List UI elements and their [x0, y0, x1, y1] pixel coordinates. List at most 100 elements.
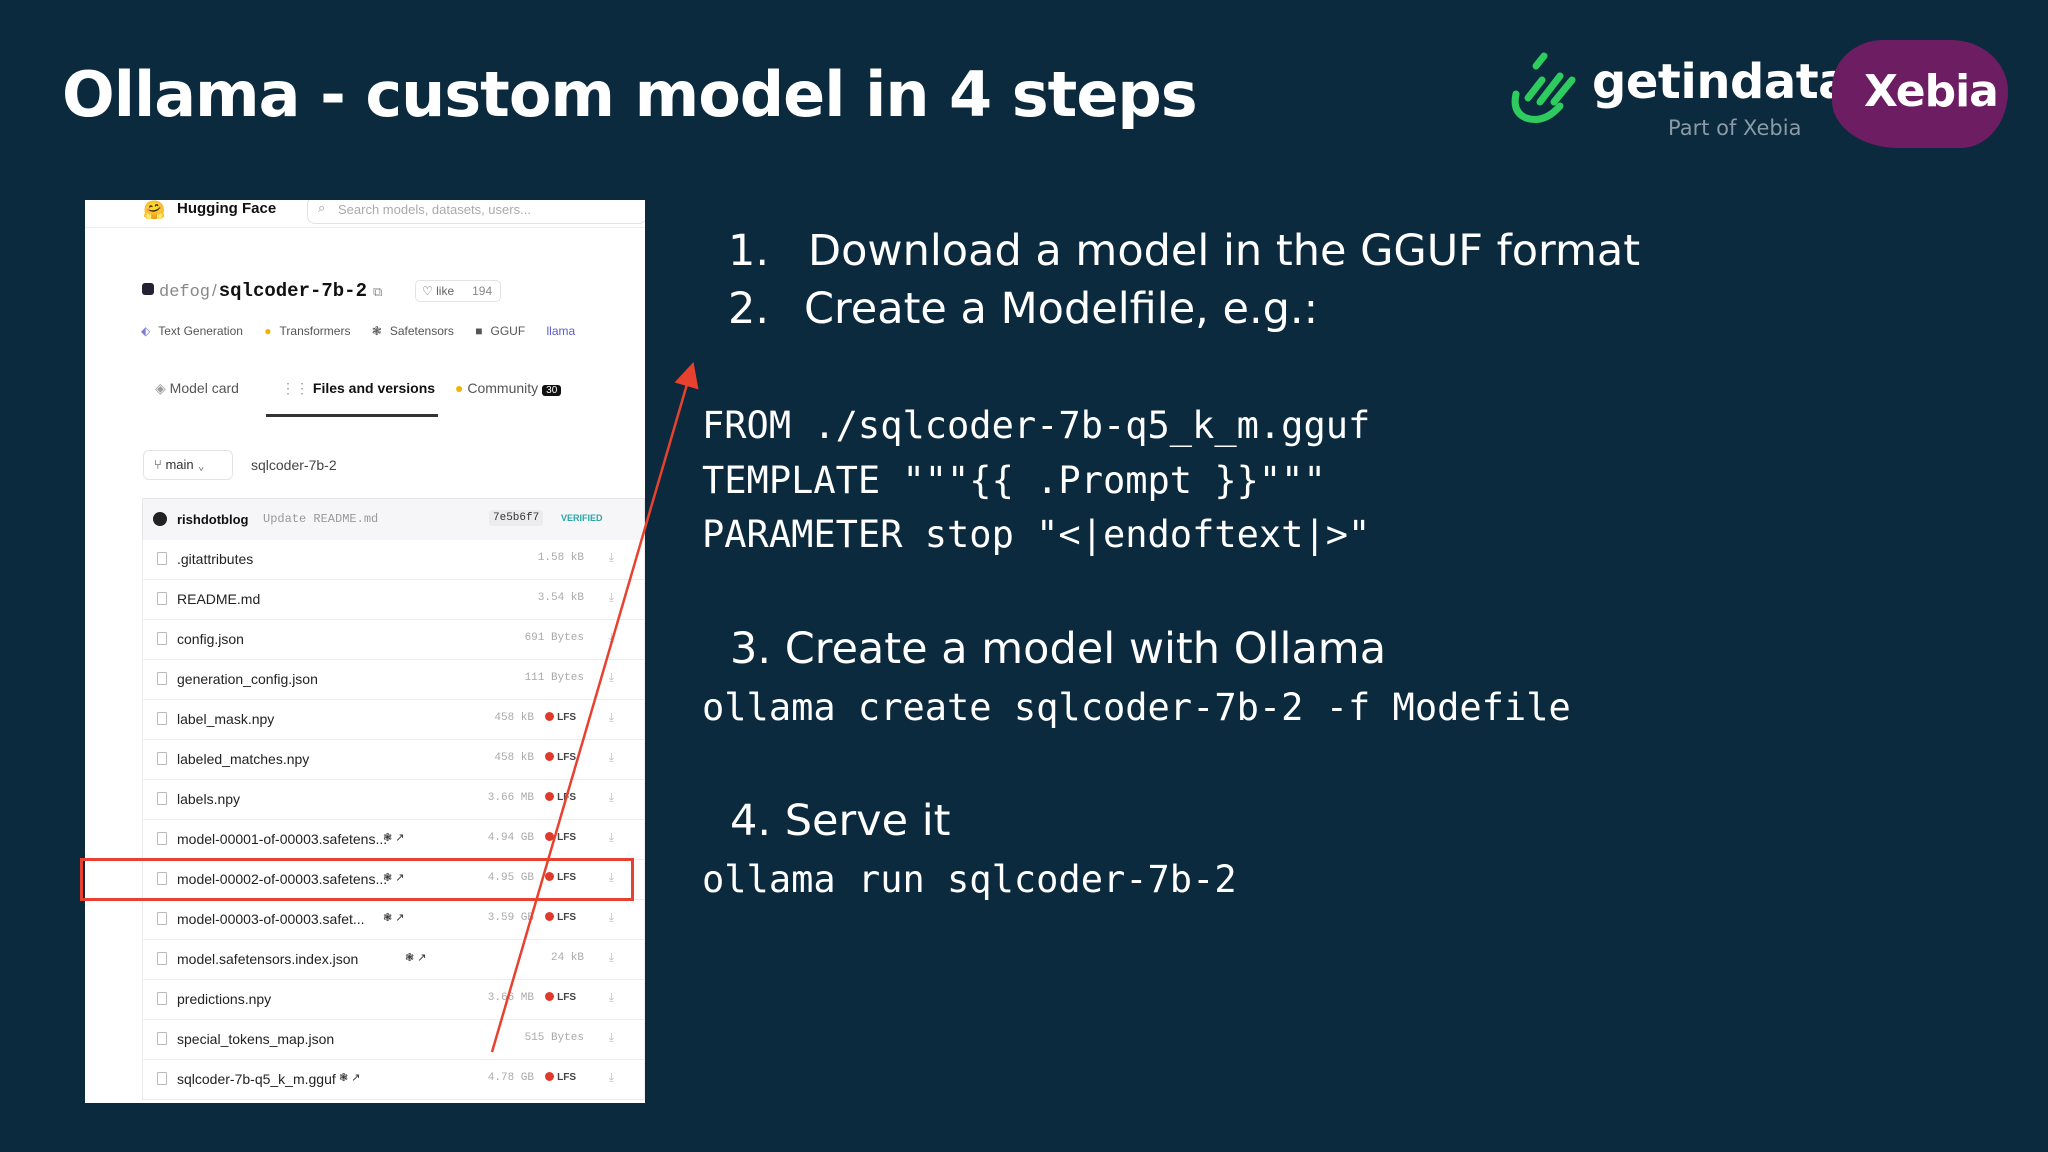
lfs-icon: [545, 832, 555, 841]
file-name[interactable]: sqlcoder-7b-q5_k_m.gguf: [177, 1071, 336, 1087]
hf-like-label: like: [436, 284, 455, 298]
commit-message[interactable]: Update README.md: [263, 512, 379, 526]
file-size: 24 kB: [550, 952, 584, 964]
table-row[interactable]: README.md 3.54 kB ⤓: [142, 580, 645, 620]
org-avatar-icon: [142, 283, 154, 295]
branch-selector[interactable]: ⑂ main ⌄: [143, 450, 233, 480]
lfs-label: LFS: [557, 1072, 576, 1083]
file-name[interactable]: model-00003-of-00003.safet...: [177, 911, 365, 927]
tab-model-card[interactable]: ◈ Model card: [155, 380, 239, 396]
download-icon[interactable]: ⤓: [608, 950, 614, 964]
file-name[interactable]: special_tokens_map.json: [177, 1031, 335, 1047]
active-tab-indicator: [266, 414, 438, 417]
file-size: 3.66 MB: [487, 992, 534, 1004]
safetensors-viewer-icon[interactable]: ❃ ↗: [383, 872, 405, 884]
download-icon[interactable]: ⤓: [608, 990, 614, 1004]
file-icon: [157, 1072, 167, 1085]
download-icon[interactable]: ⤓: [608, 550, 614, 564]
hf-repo-name[interactable]: sqlcoder-7b-2: [218, 280, 367, 302]
commit-author[interactable]: rishdotblog: [177, 512, 249, 527]
hf-search-input[interactable]: ⌕ Search models, datasets, users...: [307, 200, 645, 224]
file-name[interactable]: labeled_matches.npy: [177, 751, 310, 767]
file-size: 458 kB: [494, 712, 534, 724]
download-icon[interactable]: ⤓: [608, 910, 614, 924]
lfs-icon: [545, 992, 555, 1001]
lfs-badge: LFS: [545, 792, 576, 803]
lfs-label: LFS: [557, 792, 576, 803]
step-4-text: 4. Serve it: [730, 796, 951, 846]
download-icon[interactable]: ⤓: [608, 590, 614, 604]
file-name[interactable]: predictions.npy: [177, 991, 272, 1007]
download-icon[interactable]: ⤓: [608, 670, 614, 684]
hf-tag-llama[interactable]: llama: [546, 324, 576, 338]
table-row[interactable]: special_tokens_map.json 515 Bytes ⤓: [142, 1020, 645, 1060]
hf-tag-gguf[interactable]: ■GGUF: [475, 324, 526, 338]
download-icon[interactable]: ⤓: [608, 1030, 614, 1044]
modelfile-line-2: TEMPLATE """{{ .Prompt }}""": [702, 459, 1326, 502]
lfs-icon: [545, 912, 555, 921]
community-count-badge: 30: [542, 385, 562, 396]
status-badge: VERIFIED: [561, 513, 603, 523]
download-icon[interactable]: ⤓: [608, 790, 614, 804]
gguf-icon: ■: [475, 324, 483, 338]
file-size: 515 Bytes: [524, 1032, 584, 1044]
hf-tag-safetensors[interactable]: ❃Safetensors: [371, 324, 454, 338]
file-name[interactable]: .gitattributes: [177, 551, 254, 567]
step-2: 2. Create a Modelfile, e.g.:: [728, 284, 1728, 340]
file-size: 4.78 GB: [487, 1072, 534, 1084]
step-2-text: Create a Modelfile, e.g.:: [804, 284, 1319, 334]
file-name[interactable]: README.md: [177, 591, 261, 607]
safetensors-viewer-icon[interactable]: ❃ ↗: [383, 912, 405, 924]
download-icon[interactable]: ⤓: [608, 750, 614, 764]
transformers-icon: ●: [264, 324, 272, 338]
lfs-badge: LFS: [545, 832, 576, 843]
download-icon[interactable]: ⤓: [608, 1070, 614, 1084]
table-row[interactable]: model.safetensors.index.json ❃ ↗ 24 kB ⤓: [142, 940, 645, 980]
file-name[interactable]: labels.npy: [177, 791, 241, 807]
file-name[interactable]: config.json: [177, 631, 244, 647]
lfs-badge: LFS: [545, 992, 576, 1003]
lfs-icon: [545, 792, 555, 801]
hf-like-count: 194: [472, 284, 493, 298]
lfs-label: LFS: [557, 752, 576, 763]
file-size: 3.54 kB: [537, 592, 584, 604]
file-name[interactable]: generation_config.json: [177, 671, 318, 687]
file-name[interactable]: model-00002-of-00003.safetens...: [177, 871, 388, 887]
hf-tag-text-generation[interactable]: ⬖Text Generation: [141, 324, 243, 338]
lfs-label: LFS: [557, 832, 576, 843]
search-icon: ⌕: [318, 200, 326, 215]
safetensors-viewer-icon[interactable]: ❃ ↗: [383, 832, 405, 844]
download-icon[interactable]: ⤓: [608, 630, 614, 644]
file-size: 4.94 GB: [487, 832, 534, 844]
step-1: 1. Download a model in the GGUF format: [728, 226, 1728, 282]
step-4-command: ollama run sqlcoder-7b-2: [702, 858, 1237, 901]
file-name[interactable]: label_mask.npy: [177, 711, 275, 727]
hf-commit-row: rishdotblog Update README.md 7e5b6f7 VER…: [142, 498, 645, 540]
file-icon: [157, 1032, 167, 1045]
safetensors-viewer-icon[interactable]: ❃ ↗: [339, 1072, 361, 1084]
file-name[interactable]: model-00001-of-00003.safetens...: [177, 831, 388, 847]
hf-tag-transformers[interactable]: ●Transformers: [264, 324, 351, 338]
table-row[interactable]: model-00001-of-00003.safetens...❃ ↗ 4.94 …: [142, 820, 645, 860]
copy-icon[interactable]: ⧉: [372, 284, 383, 299]
hf-repo-org[interactable]: defog: [159, 283, 211, 302]
table-row[interactable]: sqlcoder-7b-q5_k_m.gguf❃ ↗ 4.78 GB LFS ⤓: [142, 1060, 645, 1100]
table-row[interactable]: predictions.npy 3.66 MB LFS ⤓: [142, 980, 645, 1020]
download-icon[interactable]: ⤓: [608, 830, 614, 844]
tab-files-and-versions[interactable]: ⋮⋮ Files and versions: [281, 380, 436, 396]
community-icon: ●: [455, 380, 464, 396]
modelfile-line-3: PARAMETER stop "<|endoftext|>": [702, 513, 1371, 556]
commit-hash[interactable]: 7e5b6f7: [489, 510, 544, 526]
safetensors-viewer-icon[interactable]: ❃ ↗: [405, 952, 427, 964]
file-name[interactable]: model.safetensors.index.json: [177, 951, 359, 967]
download-icon[interactable]: ⤓: [608, 710, 614, 724]
